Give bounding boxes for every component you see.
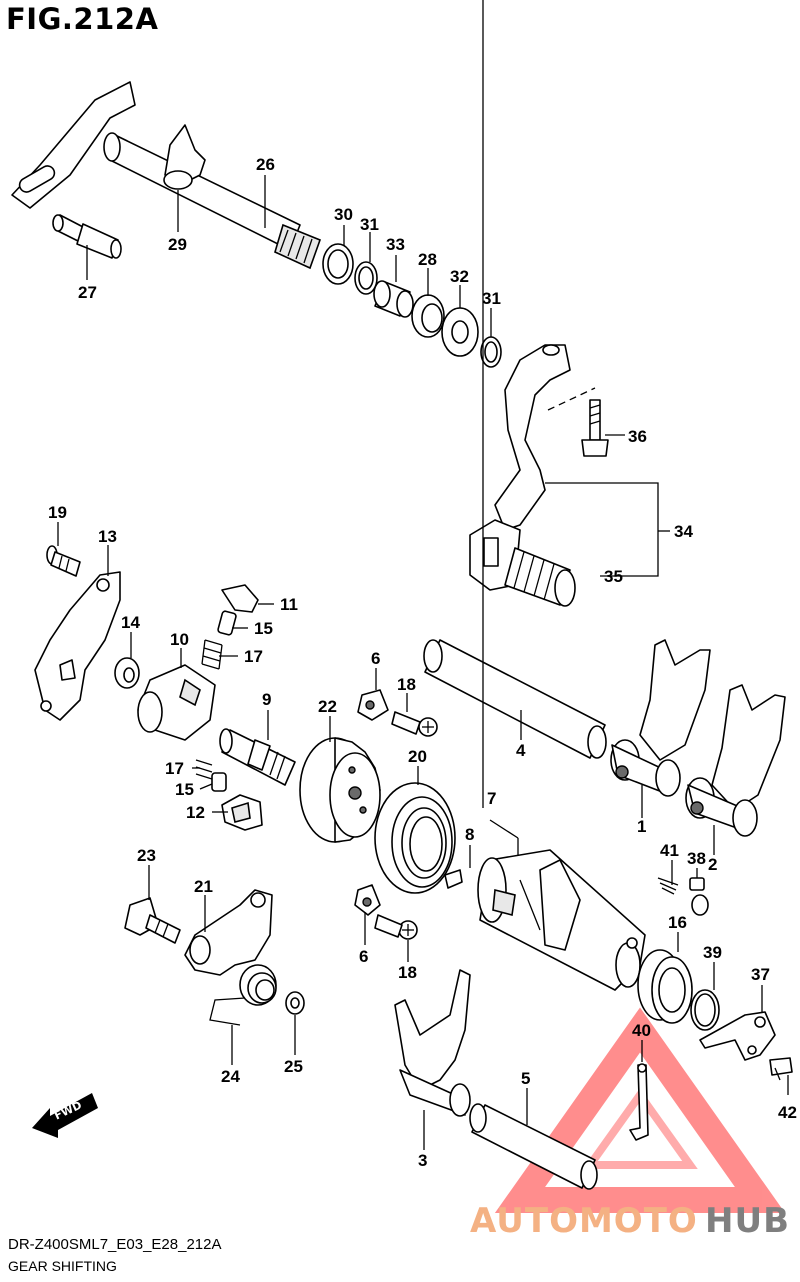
callout-15-bottom: 15 (175, 780, 194, 799)
bearing-33 (373, 280, 414, 318)
callout-9: 9 (262, 690, 271, 709)
bearing-16 (637, 949, 693, 1024)
callout-3: 3 (418, 1151, 427, 1170)
callout-29: 29 (168, 235, 187, 254)
callout-23: 23 (137, 846, 156, 865)
cam-pawl-11 (221, 584, 259, 613)
screw-41 (657, 877, 679, 895)
cam-pawl-12 (221, 794, 263, 831)
callout-12: 12 (186, 803, 205, 822)
fork-shaft-5 (469, 1103, 598, 1190)
bolt-27 (52, 214, 122, 259)
callout-33: 33 (386, 235, 405, 254)
callout-11: 11 (280, 595, 298, 614)
shift-shaft-26 (11, 81, 322, 270)
callout-10: 10 (170, 630, 189, 649)
callout-1: 1 (637, 817, 646, 836)
callout-18-bottom: 18 (398, 963, 417, 982)
callout-21: 21 (194, 877, 213, 896)
watermark-text: AUTOMOTO HUB (470, 1201, 790, 1241)
shift-fork-1 (610, 639, 711, 797)
callout-17-bottom: 17 (165, 759, 184, 778)
callout-5: 5 (521, 1069, 530, 1088)
gear-shift-cam-22 (299, 737, 381, 843)
callout-18-top: 18 (397, 675, 416, 694)
diagram-code: DR-Z400SML7_E03_E28_212A (8, 1236, 222, 1253)
callout-41: 41 (660, 841, 679, 860)
callout-39: 39 (703, 943, 722, 962)
gear-shift-cam-7 (477, 849, 646, 991)
callout-labels: 26 27 29 30 31 33 28 32 31 36 34 35 19 1… (48, 155, 797, 1170)
callout-26: 26 (256, 155, 275, 174)
spring-24 (209, 964, 277, 1026)
callout-4: 4 (516, 741, 526, 760)
bolt-23 (124, 897, 181, 944)
stopper-10 (137, 664, 216, 741)
callout-37: 37 (751, 965, 770, 984)
pin-40 (629, 1063, 649, 1141)
callout-20: 20 (408, 747, 427, 766)
bolt-36 (581, 399, 609, 457)
callout-2: 2 (708, 855, 717, 874)
screw-18 (391, 711, 438, 737)
callout-28: 28 (418, 250, 437, 269)
bolt-42 (769, 1057, 793, 1081)
callout-30: 30 (334, 205, 353, 224)
callout-42: 42 (778, 1103, 797, 1122)
callout-6-bottom: 6 (359, 947, 368, 966)
fwd-arrow-badge: FWD (32, 1093, 98, 1138)
washer-25 (285, 991, 305, 1015)
callout-34: 34 (674, 522, 693, 541)
watermark-hub: HUB (705, 1201, 790, 1241)
callout-15-top: 15 (254, 619, 273, 638)
oil-seal-28 (411, 294, 445, 338)
callout-14: 14 (121, 613, 140, 632)
watermark-automoto: AUTOMOTO (470, 1201, 698, 1241)
callout-40: 40 (632, 1021, 651, 1040)
callout-38: 38 (687, 849, 706, 868)
pin-15 (217, 610, 237, 636)
washer-14 (114, 657, 140, 689)
callout-35: 35 (604, 567, 623, 586)
pin-15b (211, 772, 227, 792)
leader-lines (57, 0, 789, 1150)
callout-19: 19 (48, 503, 67, 522)
shift-fork-2 (685, 684, 786, 837)
figure-title: FIG.212A (6, 2, 159, 36)
guide-6 (357, 689, 389, 721)
callout-27: 27 (78, 283, 97, 302)
callout-22: 22 (318, 697, 337, 716)
shift-fork-3 (394, 969, 471, 1117)
cam-stopper-plate-13 (34, 571, 121, 721)
callout-24: 24 (221, 1067, 240, 1086)
callout-6-top: 6 (371, 649, 380, 668)
fork-shaft-4 (423, 639, 607, 759)
callout-25: 25 (284, 1057, 303, 1076)
callout-36: 36 (628, 427, 647, 446)
watermark-logo (494, 1007, 786, 1213)
bolt-38 (689, 877, 709, 916)
callout-17-top: 17 (244, 647, 263, 666)
callout-7: 7 (487, 789, 496, 808)
bearing-20 (374, 782, 456, 894)
shift-pedal-rubber-35 (504, 547, 576, 607)
callout-32: 32 (450, 267, 469, 286)
callout-31-bottom: 31 (482, 289, 501, 308)
shaft-9 (219, 728, 296, 786)
spring-17b (195, 759, 213, 780)
guide-6b (354, 884, 381, 916)
screw-19 (46, 545, 81, 577)
diagram-caption: GEAR SHIFTING (8, 1258, 117, 1274)
callout-8: 8 (465, 825, 474, 844)
screw-18b (374, 914, 418, 940)
callout-13: 13 (98, 527, 117, 546)
pin-8 (444, 869, 463, 889)
spring-17 (201, 639, 223, 670)
sensor-37 (699, 1011, 776, 1061)
arm-21 (184, 889, 273, 976)
callout-16: 16 (668, 913, 687, 932)
callout-31-top: 31 (360, 215, 379, 234)
